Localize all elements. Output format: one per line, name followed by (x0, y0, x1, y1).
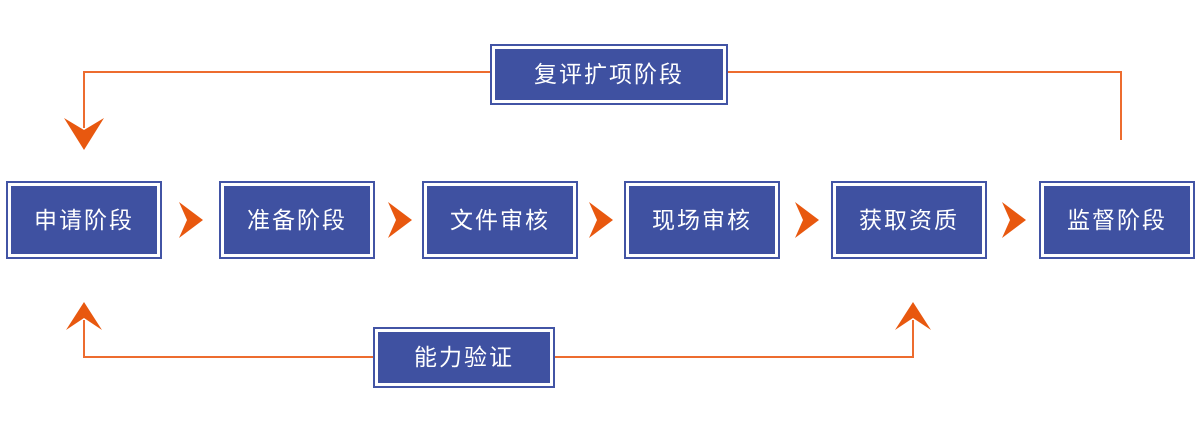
stage-box-supervise: 监督阶段 (1039, 181, 1195, 259)
stage-label-doc-review: 文件审核 (450, 206, 550, 233)
arrow-down-icon (64, 118, 104, 150)
loop-label-reassessment: 复评扩项阶段 (534, 61, 684, 87)
stage-box-qualify: 获取资质 (831, 181, 987, 259)
arrow-up-right-icon (895, 302, 931, 330)
top-loop-line-left (83, 71, 490, 128)
stage-box-prepare: 准备阶段 (219, 181, 375, 259)
stage-box-doc-review: 文件审核 (422, 181, 578, 259)
chevron-right-icon (387, 202, 413, 238)
loop-label-capability-verification: 能力验证 (414, 344, 514, 370)
stage-box-apply: 申请阶段 (6, 181, 162, 259)
stage-label-prepare: 准备阶段 (247, 206, 347, 233)
chevron-right-icon (794, 202, 820, 238)
stage-box-site-review: 现场审核 (624, 181, 780, 259)
bottom-loop-line-right (555, 320, 914, 358)
stage-label-apply: 申请阶段 (34, 206, 134, 233)
arrow-up-left-icon (66, 302, 102, 330)
chevron-right-icon (588, 202, 614, 238)
chevron-right-icon (1001, 202, 1027, 238)
top-loop-line-right (728, 71, 1122, 140)
loop-box-capability-verification: 能力验证 (373, 327, 555, 388)
stage-label-supervise: 监督阶段 (1067, 206, 1167, 233)
chevron-right-icon (178, 202, 204, 238)
stage-label-site-review: 现场审核 (652, 206, 752, 233)
loop-box-reassessment: 复评扩项阶段 (490, 44, 728, 105)
bottom-loop-line-left (83, 320, 373, 358)
stage-label-qualify: 获取资质 (859, 206, 959, 233)
